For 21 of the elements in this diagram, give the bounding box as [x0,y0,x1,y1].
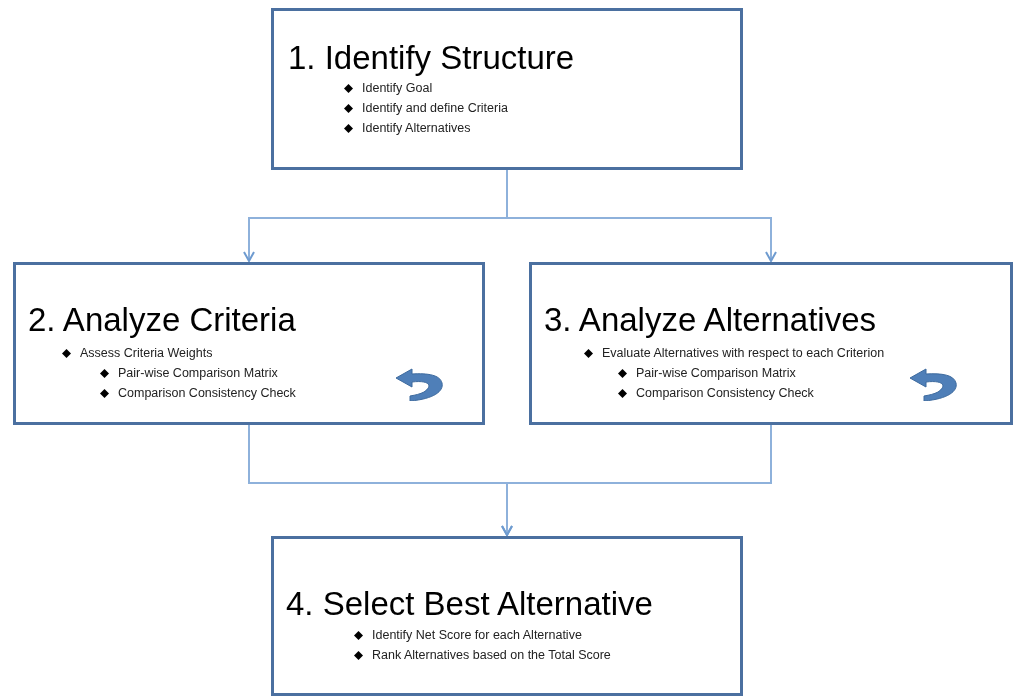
bullet-text: Identify Net Score for each Alternative [372,627,582,644]
step-heading: 2. Analyze Criteria [28,301,296,339]
bullet-text: Assess Criteria Weights [80,345,213,362]
bullet-text: Rank Alternatives based on the Total Score [372,647,611,664]
bullet-text: Comparison Consistency Check [636,385,814,402]
step-heading: 4. Select Best Alternative [286,585,653,623]
bullet-text: Identify Alternatives [362,120,471,137]
process-box [271,8,743,170]
bullet-text: Evaluate Alternatives with respect to each Criterion [602,345,885,362]
bullet-text: Identify Goal [362,80,433,97]
bullet-text: Pair-wise Comparison Matrix [118,365,278,382]
connector-arrow [506,169,777,262]
bullet-text: Comparison Consistency Check [118,385,296,402]
step-heading: 3. Analyze Alternatives [544,301,877,339]
connector-arrow [501,424,772,536]
process-box [529,262,1013,425]
process-box [13,262,485,425]
process-box [271,536,743,696]
bullet-text: Pair-wise Comparison Matrix [636,365,796,382]
bullet-text: Identify and define Criteria [362,100,508,117]
step-heading: 1. Identify Structure [288,39,575,77]
